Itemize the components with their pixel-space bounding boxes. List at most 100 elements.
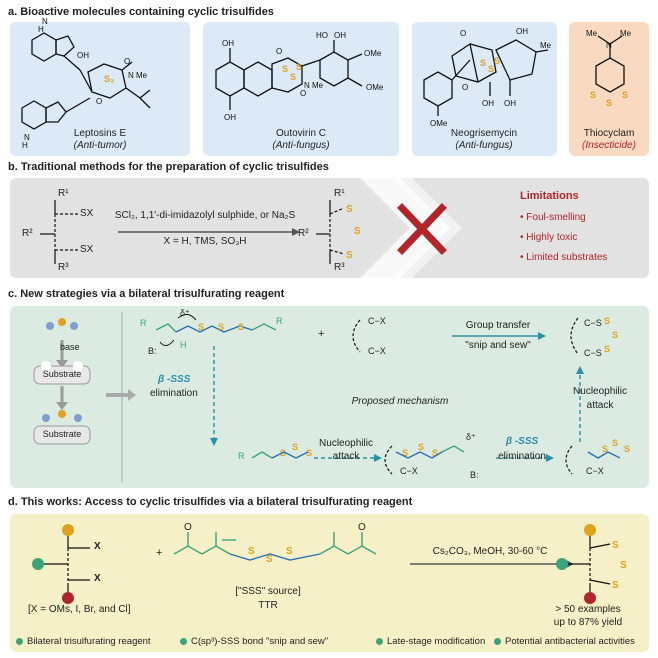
svg-text:N: N bbox=[304, 81, 310, 90]
svg-text:S: S bbox=[604, 316, 610, 326]
svg-text:S: S bbox=[480, 58, 486, 68]
section-b-title: b. Traditional methods for the preparati… bbox=[8, 161, 329, 173]
svg-text:S: S bbox=[612, 438, 618, 448]
svg-text:Me: Me bbox=[586, 29, 598, 38]
svg-text:N: N bbox=[42, 17, 48, 26]
svg-text:S: S bbox=[488, 64, 494, 74]
svg-text:OH: OH bbox=[224, 113, 236, 122]
b-prod-r3: R³ bbox=[334, 262, 345, 273]
b-reagents-line2: X = H, TMS, SO₃H bbox=[163, 236, 247, 247]
b-r3-label: R³ bbox=[58, 262, 69, 273]
svg-text:S: S bbox=[612, 540, 619, 551]
c-beta-left: β -SSS bbox=[158, 374, 191, 385]
panel-outovirin bbox=[203, 22, 399, 156]
svg-text:O: O bbox=[124, 57, 130, 66]
c-r-label: R bbox=[140, 318, 147, 328]
d-x-bottom: X bbox=[94, 573, 101, 584]
svg-text:S: S bbox=[306, 448, 312, 458]
d-o-left: O bbox=[184, 522, 192, 533]
c-prod-c2: C−S bbox=[584, 348, 602, 358]
svg-text:S: S bbox=[290, 72, 296, 82]
thiocyclam-n-label: N bbox=[606, 41, 612, 50]
c-prod-c1: C−S bbox=[584, 318, 602, 328]
c-nucleophilic-mid: Nucleophilic bbox=[319, 438, 373, 449]
svg-text:OH: OH bbox=[504, 99, 516, 108]
svg-text:S: S bbox=[606, 98, 612, 108]
svg-text:OH: OH bbox=[516, 27, 528, 36]
svg-text:S: S bbox=[604, 344, 610, 354]
leptosins-name: Leptosins E bbox=[73, 128, 127, 139]
d-yield: up to 87% yield bbox=[553, 617, 623, 628]
svg-text:Me: Me bbox=[540, 41, 552, 50]
svg-text:S: S bbox=[418, 442, 424, 452]
svg-text:OH: OH bbox=[222, 39, 234, 48]
panel-leptosins bbox=[10, 22, 190, 156]
c-base-b: B: bbox=[148, 346, 157, 356]
limitation-item: • Foul-smelling bbox=[520, 212, 586, 223]
svg-text:S: S bbox=[198, 322, 204, 332]
b-sx-top: SX bbox=[80, 208, 94, 219]
c-cx-bottom: C−X bbox=[368, 346, 386, 356]
svg-text:Me: Me bbox=[136, 71, 148, 80]
svg-text:S: S bbox=[590, 90, 596, 100]
c-plus: + bbox=[318, 328, 325, 340]
c-h-label: H bbox=[180, 340, 187, 350]
feature-item: Late-stage modification bbox=[376, 636, 485, 647]
svg-text:S: S bbox=[612, 330, 618, 340]
b-sx-bottom: SX bbox=[80, 244, 94, 255]
c-substrate-top: Substrate bbox=[42, 369, 82, 379]
feature-item: Potential antibacterial activities bbox=[494, 636, 635, 647]
svg-text:S: S bbox=[346, 204, 353, 215]
limitation-item: • Highly toxic bbox=[520, 232, 578, 243]
svg-text:S: S bbox=[266, 554, 273, 565]
c-nucleophilic-right: Nucleophilic bbox=[573, 386, 627, 397]
d-examples: > 50 examples bbox=[555, 604, 621, 615]
section-a-title: a. Bioactive molecules containing cyclic… bbox=[8, 6, 274, 18]
svg-text:S: S bbox=[248, 546, 255, 557]
d-ttr-label: TTR bbox=[258, 600, 278, 611]
outovirin-name: Outovirin C bbox=[275, 128, 327, 139]
c-elimination-right: elimination bbox=[498, 451, 546, 462]
section-d-title: d. This works: Access to cyclic trisulfi… bbox=[8, 496, 413, 508]
c-proposed: Proposed mechanism bbox=[351, 396, 449, 407]
b-reagents-line1: SCl₂, 1,1'-di-imidazolyl sulphide, or Na… bbox=[114, 210, 296, 221]
thiocyclam-name: Thiocyclam bbox=[583, 128, 635, 139]
svg-text:S: S bbox=[612, 580, 619, 591]
limitations-title: Limitations bbox=[520, 190, 579, 202]
d-o-right: O bbox=[358, 522, 366, 533]
svg-text:S: S bbox=[494, 56, 500, 66]
svg-text:O: O bbox=[276, 47, 282, 56]
svg-text:S: S bbox=[346, 250, 353, 261]
d-plus: + bbox=[156, 547, 163, 559]
leptosins-s3-label: S₃ bbox=[104, 74, 114, 84]
svg-text:O: O bbox=[300, 89, 306, 98]
svg-text:OMe: OMe bbox=[366, 83, 384, 92]
svg-text:S: S bbox=[286, 546, 293, 557]
section-b-scheme: SSS bbox=[40, 178, 462, 278]
d-conditions: Cs₂CO₃, MeOH, 30-60 °C bbox=[432, 546, 548, 557]
svg-text:S: S bbox=[624, 444, 630, 454]
outovirin-activity: (Anti-fungus) bbox=[272, 140, 330, 151]
svg-text:OMe: OMe bbox=[364, 49, 382, 58]
c-cx-mid: C−X bbox=[400, 466, 418, 476]
svg-text:S: S bbox=[292, 442, 298, 452]
panel-this-work bbox=[10, 514, 649, 652]
svg-text:HO: HO bbox=[316, 31, 328, 40]
svg-text:S: S bbox=[602, 444, 608, 454]
section-c-title: c. New strategies via a bilateral trisul… bbox=[8, 288, 285, 300]
feature-item: C(sp³)-SSS bond "snip and sew" bbox=[180, 636, 328, 647]
svg-text:N: N bbox=[24, 133, 30, 142]
svg-text:O: O bbox=[462, 83, 468, 92]
svg-text:S: S bbox=[218, 322, 224, 332]
neogrisemycin-activity: (Anti-fungus) bbox=[455, 140, 513, 151]
svg-text:O: O bbox=[460, 29, 466, 38]
b-prod-r2: R² bbox=[298, 228, 309, 239]
c-elimination-left: elimination bbox=[150, 388, 198, 399]
neogrisemycin-name: Neogrisemycin bbox=[450, 128, 518, 139]
d-sss-source: ["SSS" source] bbox=[235, 586, 301, 597]
c-cx-right: C−X bbox=[586, 466, 604, 476]
c-snip-sew: "snip and sew" bbox=[465, 340, 531, 351]
svg-text:OH: OH bbox=[482, 99, 494, 108]
